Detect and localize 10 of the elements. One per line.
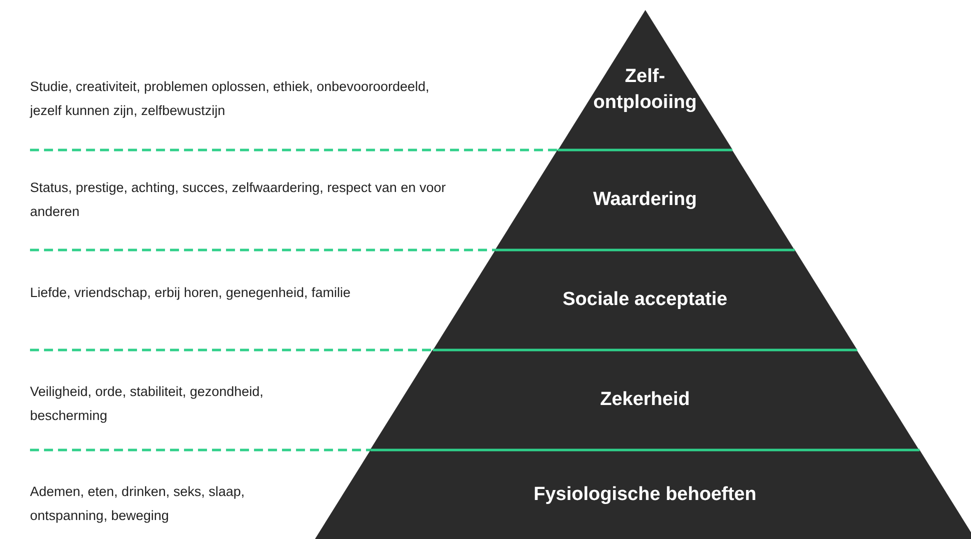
level-title: Sociale acceptatie bbox=[562, 289, 728, 311]
description-text: Studie, creativiteit, problemen oplossen, ethiek, onbevooroordeeld, jezelf kunnen zijn, zelfbewustzijn bbox=[30, 78, 430, 120]
description-text: Status, prestige, achting, succes, zelfwaardering, respect van en voor anderen bbox=[30, 179, 447, 221]
description-text: Liefde, vriendschap, erbij horen, genegenheid, familie bbox=[30, 284, 352, 302]
level-title: Waardering bbox=[592, 189, 698, 211]
level-title: Fysiologische behoeften bbox=[532, 484, 758, 506]
description-text: Ademen, eten, drinken, seks, slaap, ontspanning, beweging bbox=[30, 483, 246, 525]
level-title: Zekerheid bbox=[599, 389, 691, 411]
description-text: Veiligheid, orde, stabiliteit, gezondheid, bescherming bbox=[30, 383, 264, 425]
level-title: Zelf-ontplooiing bbox=[592, 65, 698, 115]
